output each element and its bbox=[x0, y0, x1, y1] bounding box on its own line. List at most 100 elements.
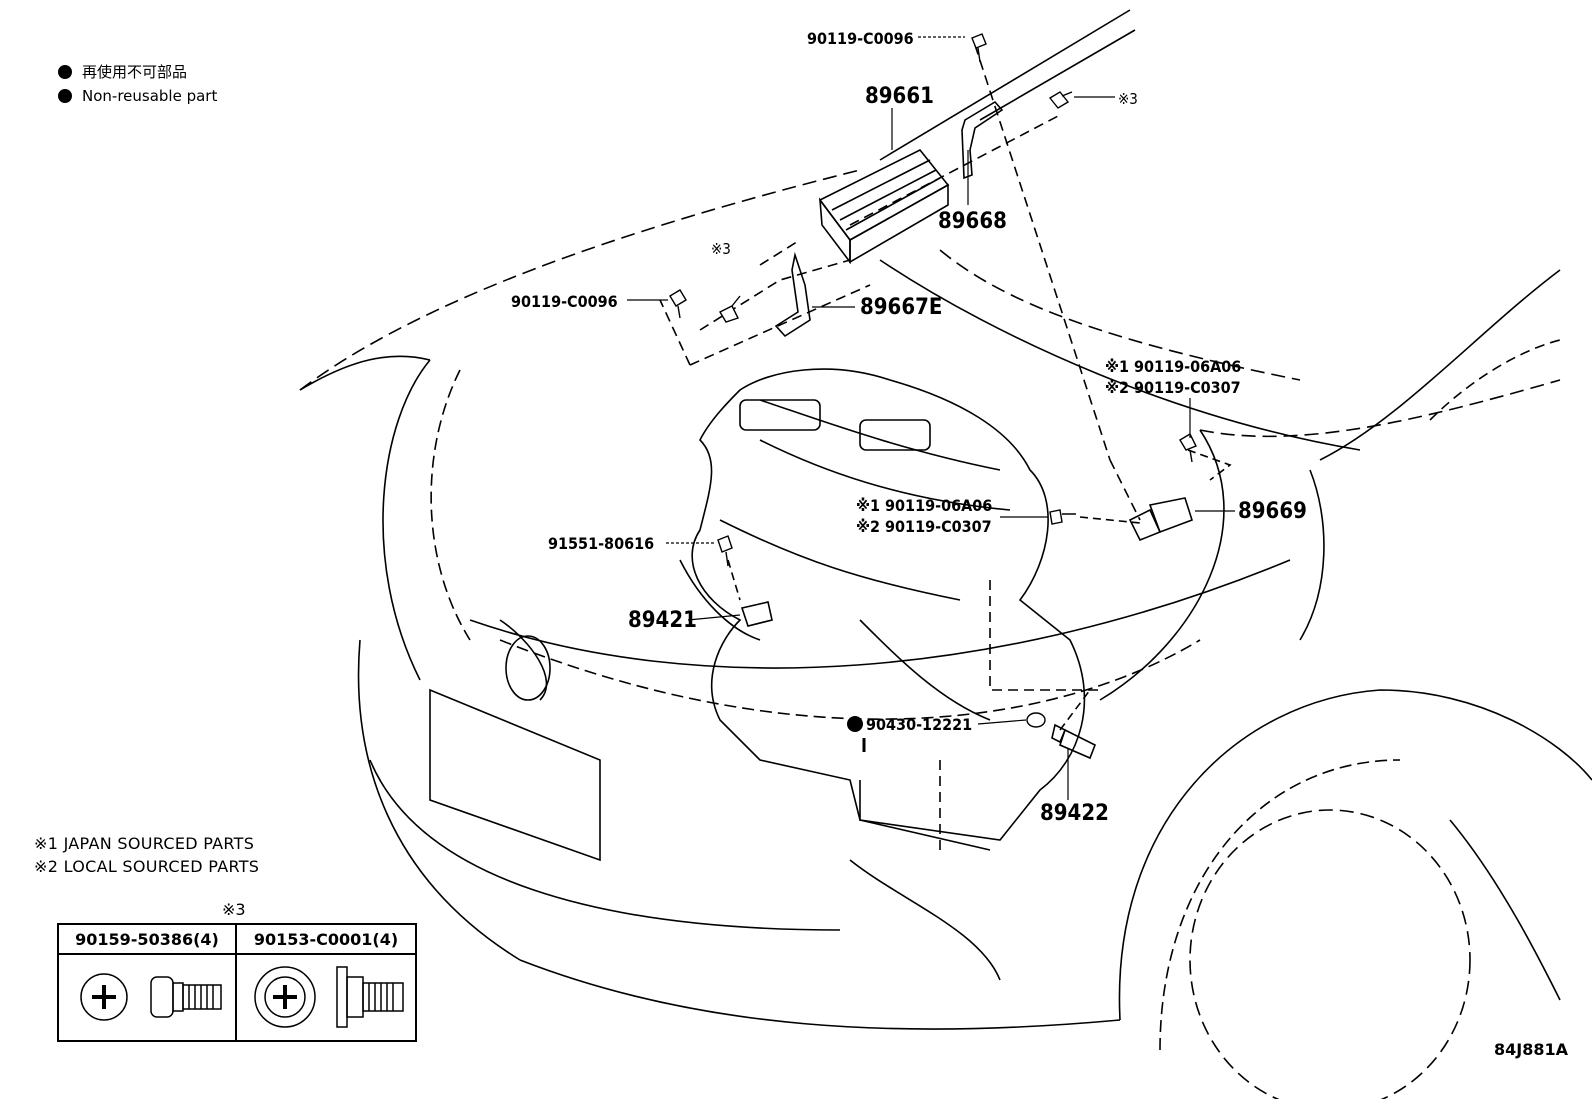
assembly-line bbox=[689, 284, 871, 366]
bolt-icon bbox=[1049, 509, 1076, 525]
label-90119-c0096-top: 90119-C0096 bbox=[807, 29, 914, 48]
cowl-dashed bbox=[1199, 379, 1561, 438]
flange-bolt-illustration bbox=[254, 966, 404, 1028]
assembly-line bbox=[849, 114, 1061, 226]
engine-left bbox=[679, 559, 761, 641]
hood-front-edge bbox=[299, 169, 861, 391]
label-91551-80616: 91551-80616 bbox=[548, 534, 654, 553]
headlamp-outline bbox=[382, 359, 431, 681]
legend-text-jp: 再使用不可部品 bbox=[82, 63, 188, 81]
label-89669: 89669 bbox=[1238, 499, 1307, 524]
label-89661: 89661 bbox=[865, 84, 934, 109]
assembly-line bbox=[759, 239, 801, 266]
label-note1-bolt-b: ※1 90119-06A06 bbox=[856, 496, 992, 515]
sensor-89422-tip bbox=[1051, 723, 1067, 744]
label-89667e: 89667E bbox=[860, 295, 942, 320]
bolt-icon bbox=[717, 535, 733, 567]
table-ref-mark: ※3 bbox=[222, 900, 246, 919]
table-col-2: 90153-C0001(4) bbox=[237, 925, 415, 1040]
bolt-head-icon bbox=[264, 976, 306, 1018]
tire bbox=[1189, 809, 1471, 1099]
label-89421: 89421 bbox=[628, 608, 697, 633]
legend-non-reusable-jp: 再使用不可部品 bbox=[58, 61, 187, 82]
assembly-line bbox=[1079, 516, 1141, 524]
lower-grille-edge bbox=[369, 759, 841, 931]
screw-washer-illustration bbox=[80, 973, 222, 1021]
fog-lamp-circle bbox=[505, 635, 551, 701]
engine-trans bbox=[859, 619, 991, 721]
bumper-left bbox=[357, 639, 521, 961]
bracket-89668 bbox=[961, 100, 1004, 180]
fender-rear bbox=[1449, 819, 1561, 1001]
screw-thread bbox=[182, 984, 222, 1010]
label-89422: 89422 bbox=[1040, 801, 1109, 826]
assembly-line bbox=[1109, 459, 1141, 521]
screw-head-icon bbox=[80, 973, 128, 1021]
bolt-icon bbox=[1179, 433, 1197, 463]
label-ref3-mid: ※3 bbox=[711, 240, 731, 258]
sensor-89422 bbox=[1059, 728, 1097, 760]
label-note2-bolt-a: ※2 90119-C0307 bbox=[1105, 378, 1241, 397]
hood-top-edge bbox=[879, 9, 1131, 161]
bolt-icon bbox=[719, 295, 741, 323]
label-ref3-right: ※3 bbox=[1118, 90, 1138, 108]
assembly-line bbox=[1187, 449, 1232, 481]
phillips-cross-icon bbox=[273, 985, 297, 1009]
transaxle bbox=[859, 780, 991, 851]
ecu-side bbox=[818, 197, 851, 265]
ecu-fins bbox=[831, 159, 941, 231]
bullet-icon bbox=[58, 89, 72, 103]
label-note2-bolt-b: ※2 90119-C0307 bbox=[856, 517, 992, 536]
table-header-1: 90159-50386(4) bbox=[59, 925, 235, 955]
bullet-icon bbox=[58, 64, 72, 79]
hood-left-curve bbox=[299, 355, 431, 391]
phillips-cross-icon bbox=[92, 985, 116, 1009]
table-header-2: 90153-C0001(4) bbox=[237, 925, 415, 955]
label-90119-c0096-left: 90119-C0096 bbox=[511, 292, 618, 311]
flange-side bbox=[336, 966, 348, 1028]
hood-top-edge-2 bbox=[979, 29, 1136, 121]
leader bbox=[977, 719, 1027, 725]
hood-inner-line bbox=[879, 259, 1361, 451]
leader bbox=[687, 614, 741, 621]
fender-line bbox=[1099, 429, 1225, 701]
sensor-89669-bracket bbox=[1128, 508, 1162, 542]
engine-block bbox=[691, 368, 1086, 841]
non-reusable-marker-icon bbox=[847, 716, 863, 732]
bolt-icon bbox=[971, 33, 987, 63]
screw-head-side bbox=[150, 976, 174, 1018]
bolt-icon bbox=[1048, 91, 1073, 109]
sensor-89669 bbox=[1148, 497, 1193, 534]
label-90430-12221: 90430-12221 bbox=[866, 715, 972, 734]
engine-detail bbox=[859, 419, 931, 451]
engine-intake bbox=[719, 519, 961, 601]
bolt-icon bbox=[669, 289, 687, 319]
legend-text-en: Non-reusable part bbox=[82, 87, 218, 105]
assembly-line bbox=[727, 559, 741, 601]
sourcing-notes: ※1 JAPAN SOURCED PARTS ※2 LOCAL SOURCED … bbox=[34, 832, 259, 878]
bumper-bottom bbox=[519, 959, 1121, 1030]
assembly-line bbox=[1059, 689, 1091, 731]
bolt-head-side bbox=[346, 976, 364, 1018]
fastener-table: 90159-50386(4) 90153-C0001(4) bbox=[57, 923, 417, 1042]
wheel-arch-dashed bbox=[1159, 759, 1401, 1051]
assembly-line bbox=[989, 580, 1100, 691]
washer-side bbox=[172, 982, 184, 1012]
note-japan-sourced: ※1 JAPAN SOURCED PARTS bbox=[34, 834, 255, 853]
front-grille bbox=[429, 688, 601, 862]
label-note1-bolt-a: ※1 90119-06A06 bbox=[1105, 357, 1241, 376]
headlamp-inner bbox=[430, 369, 471, 641]
hood-inner-dashed bbox=[939, 249, 1301, 381]
engine-detail bbox=[739, 399, 821, 431]
bumper-lower-curve bbox=[849, 859, 1001, 981]
bay-front-dashed bbox=[499, 639, 1201, 720]
note-local-sourced: ※2 LOCAL SOURCED PARTS bbox=[34, 857, 260, 876]
fog-lamp bbox=[499, 619, 548, 701]
windshield-lower bbox=[1429, 339, 1561, 421]
a-pillar bbox=[1319, 269, 1561, 461]
bolt-thread bbox=[362, 982, 404, 1012]
legend-non-reusable-en: Non-reusable part bbox=[58, 87, 217, 105]
fender-line-2 bbox=[1299, 469, 1325, 641]
engine-head bbox=[759, 439, 1011, 511]
